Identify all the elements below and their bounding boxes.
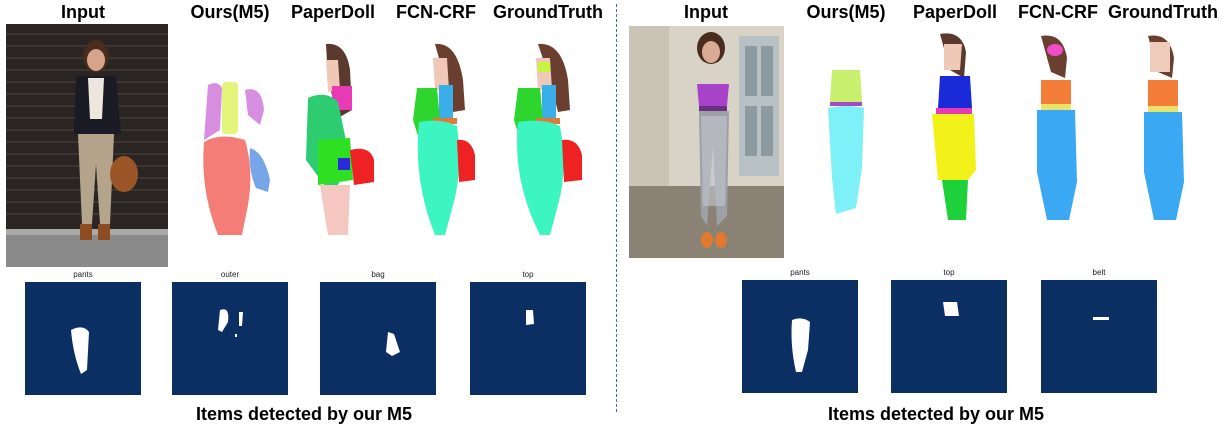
mask-label-top-left: top (522, 270, 534, 279)
mask-belt-right (1041, 280, 1157, 393)
seg-fcncrf-left (413, 43, 475, 235)
header-paperdoll-right: PaperDoll (912, 2, 998, 22)
mask-top-right (891, 280, 1007, 393)
mask-label-top-right: top (943, 268, 955, 277)
header-ours-left: Ours(M5) (190, 2, 270, 22)
input-photo-left (6, 24, 168, 267)
seg-paperdoll-right (932, 33, 976, 220)
mask-bag-left (320, 282, 436, 395)
mask-label-pants-left: pants (73, 270, 93, 279)
mask-label-pants-right: pants (790, 268, 810, 277)
mask-label-outer-left: outer (220, 270, 240, 279)
header-groundtruth-left: GroundTruth (493, 2, 603, 22)
header-input-left: Input (61, 2, 105, 22)
panel-divider (616, 4, 617, 412)
mask-pants-left (25, 282, 141, 395)
header-fcncrf-right: FCN-CRF (1018, 2, 1098, 22)
header-groundtruth-right: GroundTruth (1108, 2, 1218, 22)
mask-outer-left (172, 282, 288, 395)
header-ours-right: Ours(M5) (806, 2, 886, 22)
seg-groundtruth-left (514, 43, 582, 235)
seg-ours-right (828, 70, 864, 214)
seg-paperdoll-left (306, 43, 374, 235)
input-photo-right (629, 26, 784, 258)
header-fcncrf-left: FCN-CRF (396, 2, 476, 22)
header-paperdoll-left: PaperDoll (290, 2, 376, 22)
mask-label-belt-right: belt (1092, 268, 1106, 277)
caption-right: Items detected by our M5 (827, 404, 1045, 424)
header-input-right: Input (684, 2, 728, 22)
mask-label-bag-left: bag (371, 270, 385, 279)
seg-fcncrf-right (1037, 35, 1077, 220)
seg-ours-left (203, 82, 270, 235)
caption-left: Items detected by our M5 (195, 404, 413, 424)
mask-pants-right (742, 280, 858, 393)
mask-top-left (470, 282, 586, 395)
seg-groundtruth-right (1144, 35, 1184, 220)
